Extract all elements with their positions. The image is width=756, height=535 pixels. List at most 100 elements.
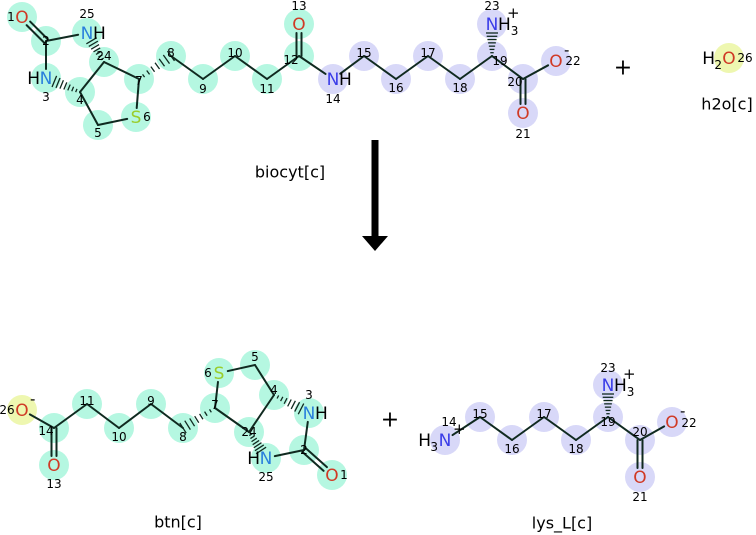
biocyt-single-bond [97,117,129,126]
biocyt-atom-number: 11 [259,82,274,96]
btn-single-bond [214,380,219,409]
lys_L-atom-number: 22 [681,416,696,430]
lys_L-atom-number: 21 [632,490,647,504]
biocyt-hashed-bond [86,37,98,45]
lys_L-atom-symbol-23: N [602,376,615,396]
biocyt-atom-highlight [31,63,61,93]
biocyt-single-bond [202,55,236,80]
biocyt-single-bond [363,55,397,80]
biocyt-single-bond [395,55,429,80]
btn-hydrogen-label: H [315,404,328,424]
biocyt-double-bond [29,20,49,41]
btn-atom-number: 9 [147,394,155,408]
btn-atom-symbol-6: S [214,364,225,384]
lys_L-atom-symbol-21: O [633,468,646,488]
lys_L-atom-symbol-14: N [439,431,452,451]
biocyt-hashed-bond [100,57,105,61]
biocyt-hydrogen-label: H [93,24,106,44]
biocyt-atom-number: 19 [492,54,507,68]
biocyt-atom-number: 5 [94,126,102,140]
btn-hashed-bond [199,413,204,420]
btn-single-bond [53,403,88,429]
biocyt-atom-symbol-13: O [292,15,305,35]
biocyt-hashed-bond [158,58,166,67]
biocyt-double-bond [25,24,46,44]
biocyt-atom-symbol-3: N [40,69,53,89]
lys_L-atom-number: 23 [600,361,615,375]
molecule-label-lys-l: lys_L[c] [531,513,593,533]
lys_L-atom-number: 16 [504,442,519,456]
btn-hashed-bond [248,433,253,437]
biocyt-hashed-bond [67,84,71,91]
lys_L-atom-highlight [430,425,460,455]
biocyt-atom-number: 25 [79,7,94,21]
biocyt-atom-symbol-6: S [131,108,142,128]
lys_L-atom-symbol-22: O [665,413,678,433]
subscript: 3 [627,385,635,399]
biocyt-hashed-bond [142,73,146,78]
btn-hashed-bond [280,396,284,402]
biocyt-atom-highlight [284,9,314,39]
biocyt-atom-number: 14 [325,92,340,106]
biocyt-single-bond [79,91,99,126]
lys_L-single-bond [451,416,481,437]
biocyt-atom-number: 17 [420,46,435,60]
lys_L-atom-number: 17 [536,407,551,421]
biocyt-atom-symbol-21: O [516,104,529,124]
btn-hashed-bond [250,435,255,440]
biocyt-charge-minus: - [564,41,569,59]
btn-hashed-bond [251,437,258,443]
biocyt-atom-number: 21 [515,127,530,141]
subscript: 3 [511,24,519,38]
biocyt-atom-number: 4 [76,93,84,107]
btn-hashed-bond [194,415,200,424]
biocyt-atom-number: 2 [42,34,50,48]
biocyt-atom-highlight [7,2,37,32]
btn-charge-minus: - [30,390,35,408]
lys_L-single-bond [575,416,609,441]
biocyt-atom-number: 15 [356,46,371,60]
btn-hashed-bond [294,401,301,412]
biocyt-single-bond [459,55,493,80]
lys_L-single-bond [639,425,666,441]
biocyt-hashed-bond [51,75,58,88]
plus-sign-reactants: + [613,55,633,81]
btn-single-bond [254,364,275,396]
lys_L-atom-highlight [625,462,655,492]
biocyt-single-bond [491,55,524,80]
btn-hashed-bond [184,420,191,430]
btn-atom-number: 8 [179,430,187,444]
lys_L-single-bond [479,416,513,441]
biocyt-hashed-bond [88,40,99,48]
lys_L-atom-highlight [593,370,623,400]
btn-hashed-bond [189,418,196,427]
btn-single-bond [273,449,305,458]
btn-atom-number: 14 [38,424,53,438]
btn-hashed-bond [272,393,276,397]
biocyt-hashed-bond [93,47,101,53]
btn-atom-number: 24 [241,425,256,439]
btn-atom-symbol-13: O [47,456,60,476]
lys_L-atom-number: 18 [568,442,583,456]
btn-hydrogen-label: H [247,449,260,469]
btn-atom-number: 5 [251,350,259,364]
btn-single-bond [118,403,152,429]
h2o-atom-symbol-26: O [722,49,735,69]
btn-atom-highlight [7,395,37,425]
btn-atom-number: 1 [340,468,348,482]
btn-double-bond [304,447,328,469]
biocyt-hashed-bond [55,77,61,89]
biocyt-charge-plus: + [507,4,520,22]
btn-atom-number: 3 [305,388,313,402]
btn-atom-symbol-25: N [260,449,273,469]
biocyt-atom-symbol-22: O [549,52,562,72]
btn-single-bond [28,413,55,429]
biocyt-hashed-bond [95,50,102,56]
btn-atom-number: 11 [79,394,94,408]
lys_L-charge-plus: + [623,365,636,383]
biocyt-atom-highlight [121,102,151,132]
btn-atom-highlight [317,460,347,490]
biocyt-single-bond [45,33,80,42]
biocyt-single-bond [79,61,105,93]
btn-atom-symbol-26: O [15,401,28,421]
